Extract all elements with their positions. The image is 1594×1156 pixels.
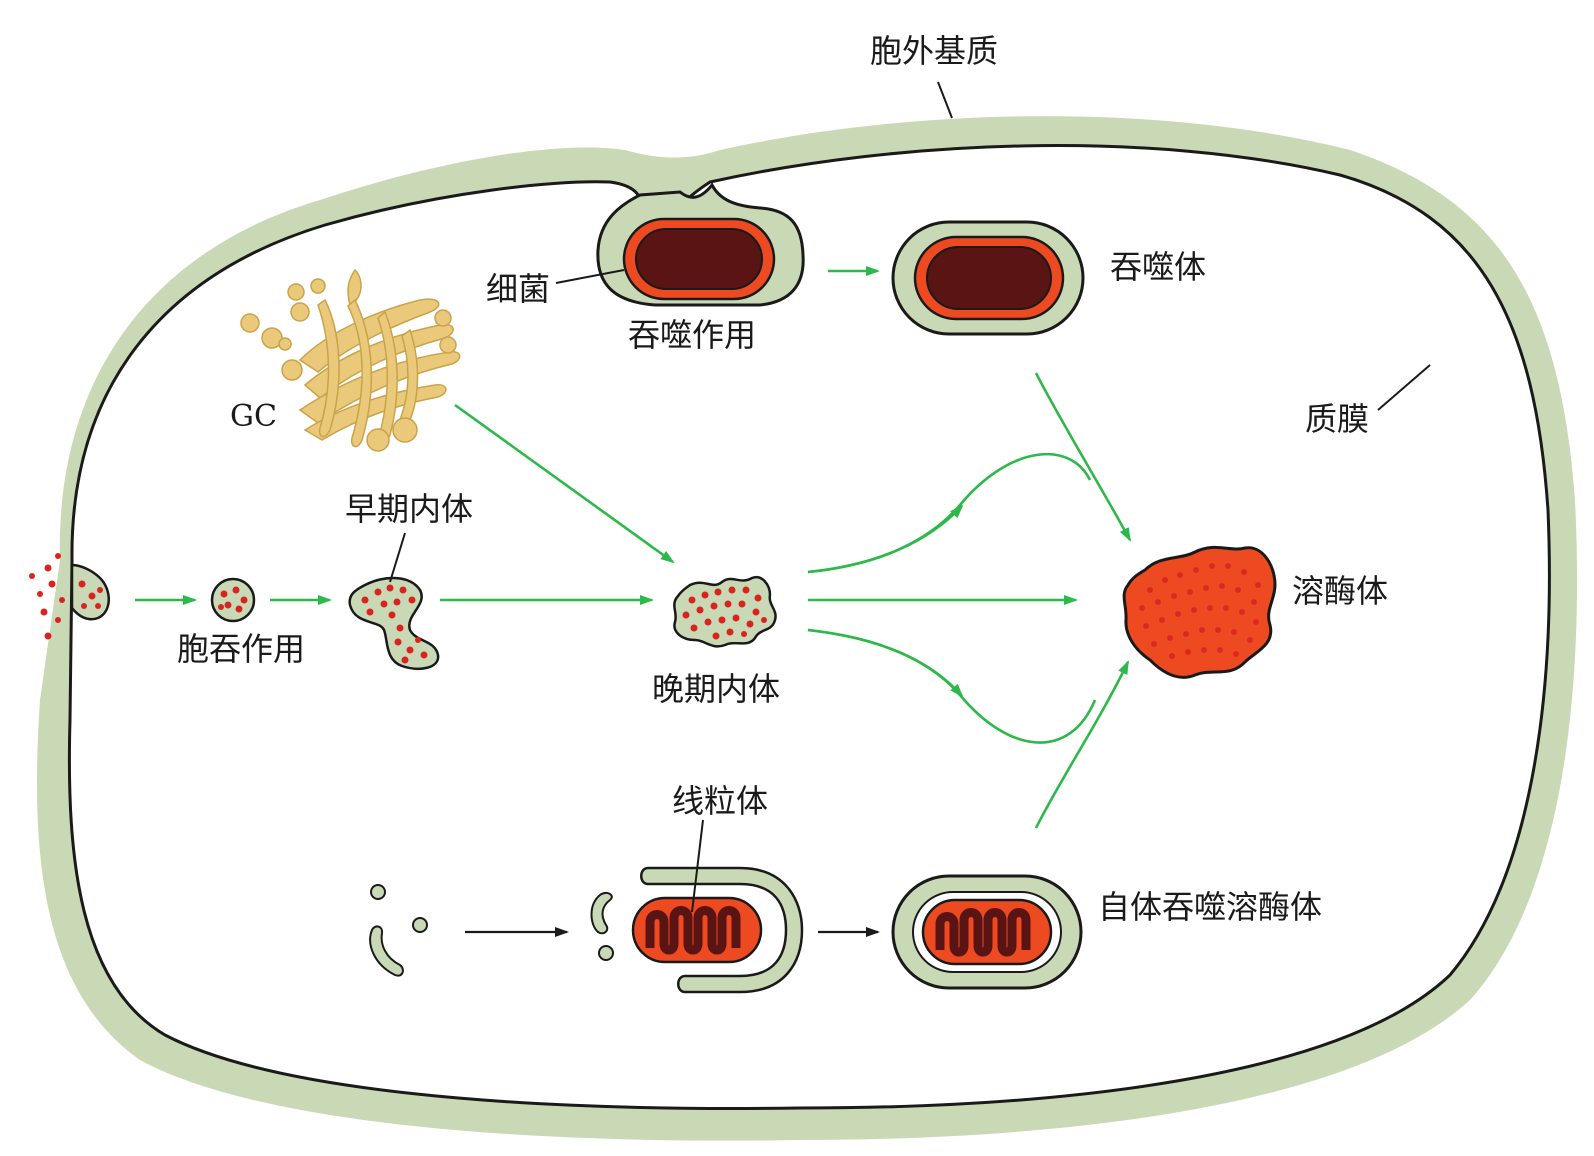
endocytosis-pit xyxy=(29,553,110,640)
label-endocytosis: 胞吞作用 xyxy=(177,630,305,668)
phagosome-bacterium-core xyxy=(926,246,1052,310)
label-extracellular-matrix: 胞外基质 xyxy=(870,32,998,70)
arrow-phagosome-to-lysosome xyxy=(1034,372,1132,542)
label-bacteria: 细菌 xyxy=(486,270,550,308)
label-autophagolysosome: 自体吞噬溶酶体 xyxy=(1098,888,1322,926)
arrow-golgi-to-late-endosome xyxy=(454,403,675,564)
forming-autophagosome xyxy=(631,866,804,994)
phagocytosis-stage xyxy=(596,182,805,307)
label-phagocytosis: 吞噬作用 xyxy=(628,316,756,354)
labels: 胞外基质 细菌 吞噬作用 吞噬体 质膜 GC 早期内体 胞吞作用 晚期内体 溶酶… xyxy=(177,32,1388,926)
isolation-membrane xyxy=(640,866,804,994)
bacterium-core xyxy=(635,228,763,290)
endocytic-vesicle xyxy=(210,577,256,623)
phagosome xyxy=(891,220,1085,336)
arrow-autophagolysosome-to-lysosome xyxy=(1034,660,1130,829)
label-phagosome: 吞噬体 xyxy=(1110,248,1206,286)
label-lysosome: 溶酶体 xyxy=(1292,572,1388,610)
autophagolysosome-cristae xyxy=(935,908,1031,957)
autophagy-membrane-fragments xyxy=(369,884,614,977)
mitochondrion-cristae xyxy=(645,906,741,955)
label-late-endosome: 晚期内体 xyxy=(652,670,780,708)
cell xyxy=(36,116,1578,1141)
early-endosome xyxy=(348,576,440,670)
late-endosome xyxy=(673,575,777,648)
lysosome xyxy=(1122,545,1277,679)
label-early-endosome: 早期内体 xyxy=(345,490,473,528)
green-arrows xyxy=(135,266,1132,829)
label-mitochondrion: 线粒体 xyxy=(672,782,768,820)
leader-lines xyxy=(389,81,1431,913)
golgi-complex xyxy=(240,268,461,452)
label-golgi: GC xyxy=(230,399,277,434)
label-plasma-membrane: 质膜 xyxy=(1305,400,1369,438)
autophagolysosome xyxy=(891,874,1083,990)
